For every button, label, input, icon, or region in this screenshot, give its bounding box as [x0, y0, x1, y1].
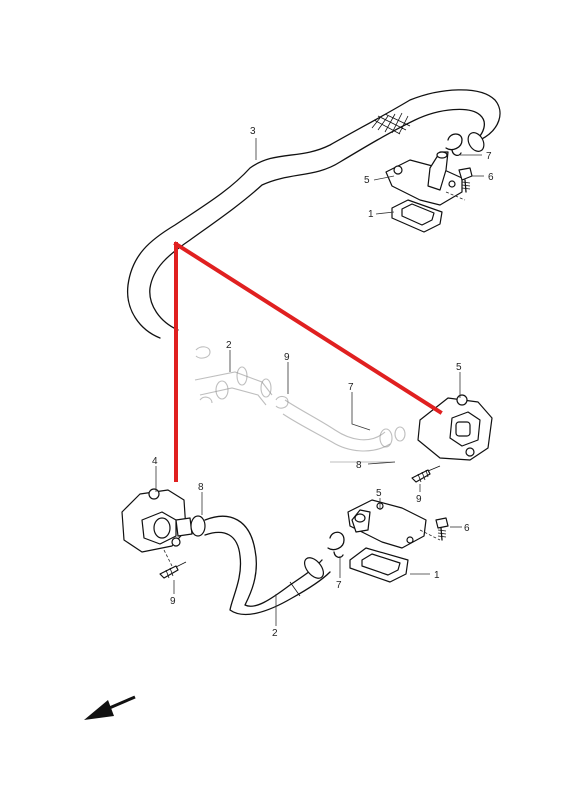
callout-mid-hose: 2 — [226, 340, 232, 351]
reed-valve-left[interactable] — [121, 488, 193, 553]
callout-top-bolt: 6 — [488, 172, 494, 183]
callout-top-gasket: 1 — [368, 209, 374, 220]
valve-cover-top[interactable] — [385, 151, 463, 206]
callout-top-valve-cover: 5 — [364, 175, 370, 186]
callout-top-clamp: 7 — [486, 151, 492, 162]
callout-bottom-bolt: 6 — [464, 523, 470, 534]
screw-left[interactable] — [159, 561, 187, 579]
screw-middle[interactable] — [411, 465, 441, 483]
callout-top-hose: 3 — [250, 126, 256, 137]
callout-mid-valve: 5 — [456, 362, 462, 373]
callout-labels: 3 7 5 6 1 2 9 7 5 8 9 4 8 9 2 7 5 6 1 — [152, 126, 494, 639]
highlight-markers — [173, 241, 443, 482]
callout-mid-ring: 8 — [356, 460, 362, 471]
valve-cover-bottom[interactable] — [347, 499, 427, 549]
callout-bottom-hose: 2 — [272, 628, 278, 639]
air-hose-lower[interactable] — [204, 515, 331, 616]
callout-bottom-gasket: 1 — [434, 570, 440, 581]
o-ring-left[interactable] — [190, 515, 206, 537]
gasket-bottom[interactable] — [349, 547, 409, 583]
callout-left-ring: 8 — [198, 482, 204, 493]
hose-clamp-top[interactable] — [445, 133, 463, 157]
front-arrow-icon — [84, 695, 136, 720]
valve-middle[interactable] — [417, 394, 493, 461]
callout-mid-clamp: 7 — [348, 382, 354, 393]
hose-clamp-bottom[interactable] — [327, 531, 345, 559]
bolt-bottom[interactable] — [435, 517, 449, 541]
highlight-line-diagonal — [173, 241, 443, 415]
callout-left-valve: 4 — [152, 456, 158, 467]
leader-lines — [155, 138, 484, 626]
callout-left-screw: 9 — [170, 596, 176, 607]
callout-mid-screw: 9 — [416, 494, 422, 505]
gasket-top[interactable] — [391, 199, 443, 233]
air-hose-upper[interactable] — [126, 89, 501, 339]
callout-mid-hose-b: 9 — [284, 352, 290, 363]
ghost-assembly — [194, 346, 406, 463]
callout-bottom-valve-cover: 5 — [376, 488, 382, 499]
callout-bottom-clamp: 7 — [336, 580, 342, 591]
